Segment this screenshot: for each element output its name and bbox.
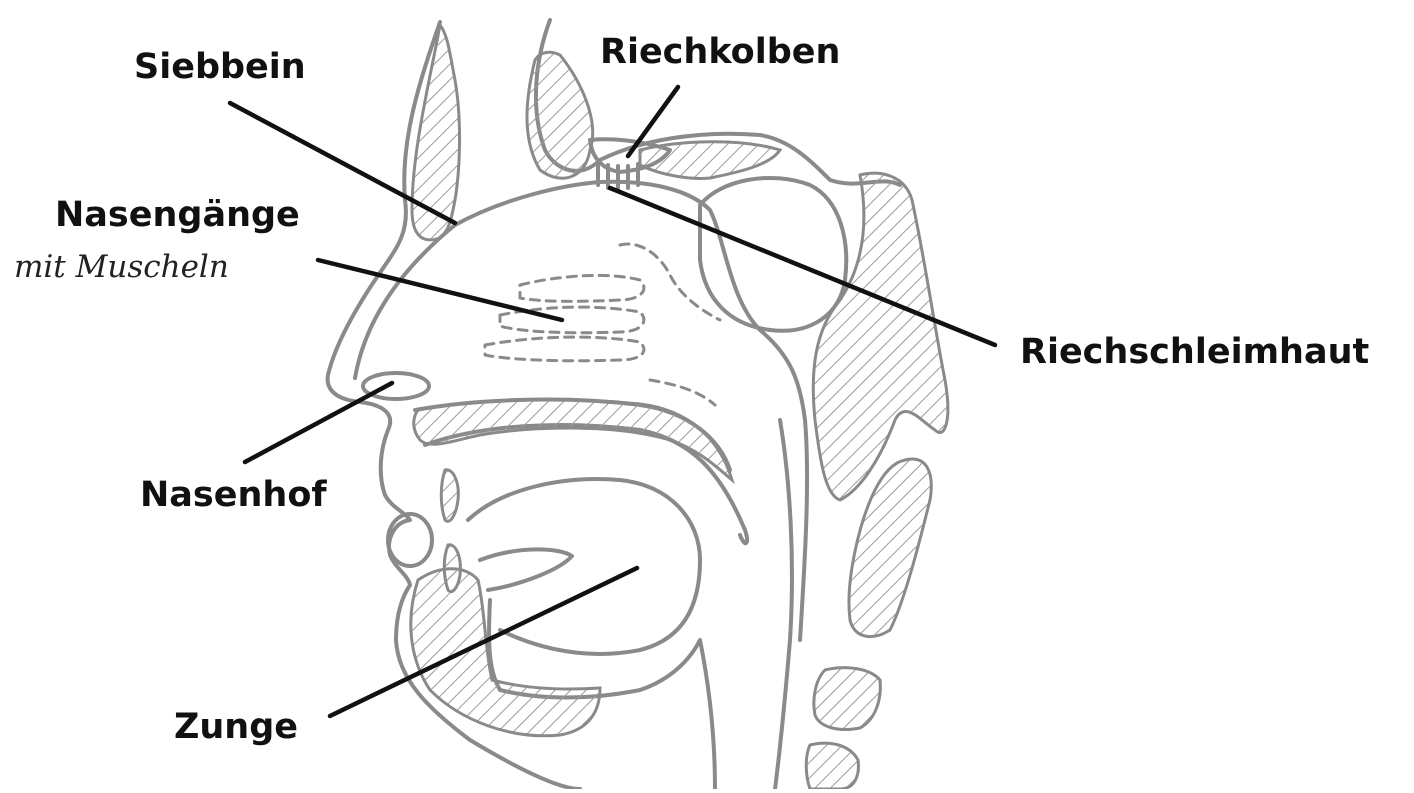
nasal-conchae — [485, 244, 720, 405]
vertebra-1 — [849, 459, 931, 637]
label-nasengaenge: Nasengänge — [55, 198, 300, 233]
label-zunge: Zunge — [174, 710, 298, 745]
vertebra-3 — [806, 743, 858, 789]
label-riechkolben: Riechkolben — [600, 35, 840, 70]
label-nasenhof: Nasenhof — [140, 478, 327, 513]
tongue-shape — [468, 479, 700, 654]
label-riechschleimhaut: Riechschleimhaut — [1020, 335, 1369, 370]
ethmoid-bone — [412, 25, 460, 240]
leader-nasenhof — [245, 383, 392, 462]
pharynx-wall — [775, 420, 792, 789]
skull-base-bone — [527, 52, 593, 178]
leader-riechschleimhaut — [610, 188, 995, 345]
clivus-bone — [813, 173, 948, 500]
vertebra-2 — [814, 668, 880, 730]
hard-palate-bone — [414, 400, 732, 480]
label-nasengaenge-sub: mit Muscheln — [14, 252, 229, 283]
label-siebbein: Siebbein — [134, 50, 306, 85]
